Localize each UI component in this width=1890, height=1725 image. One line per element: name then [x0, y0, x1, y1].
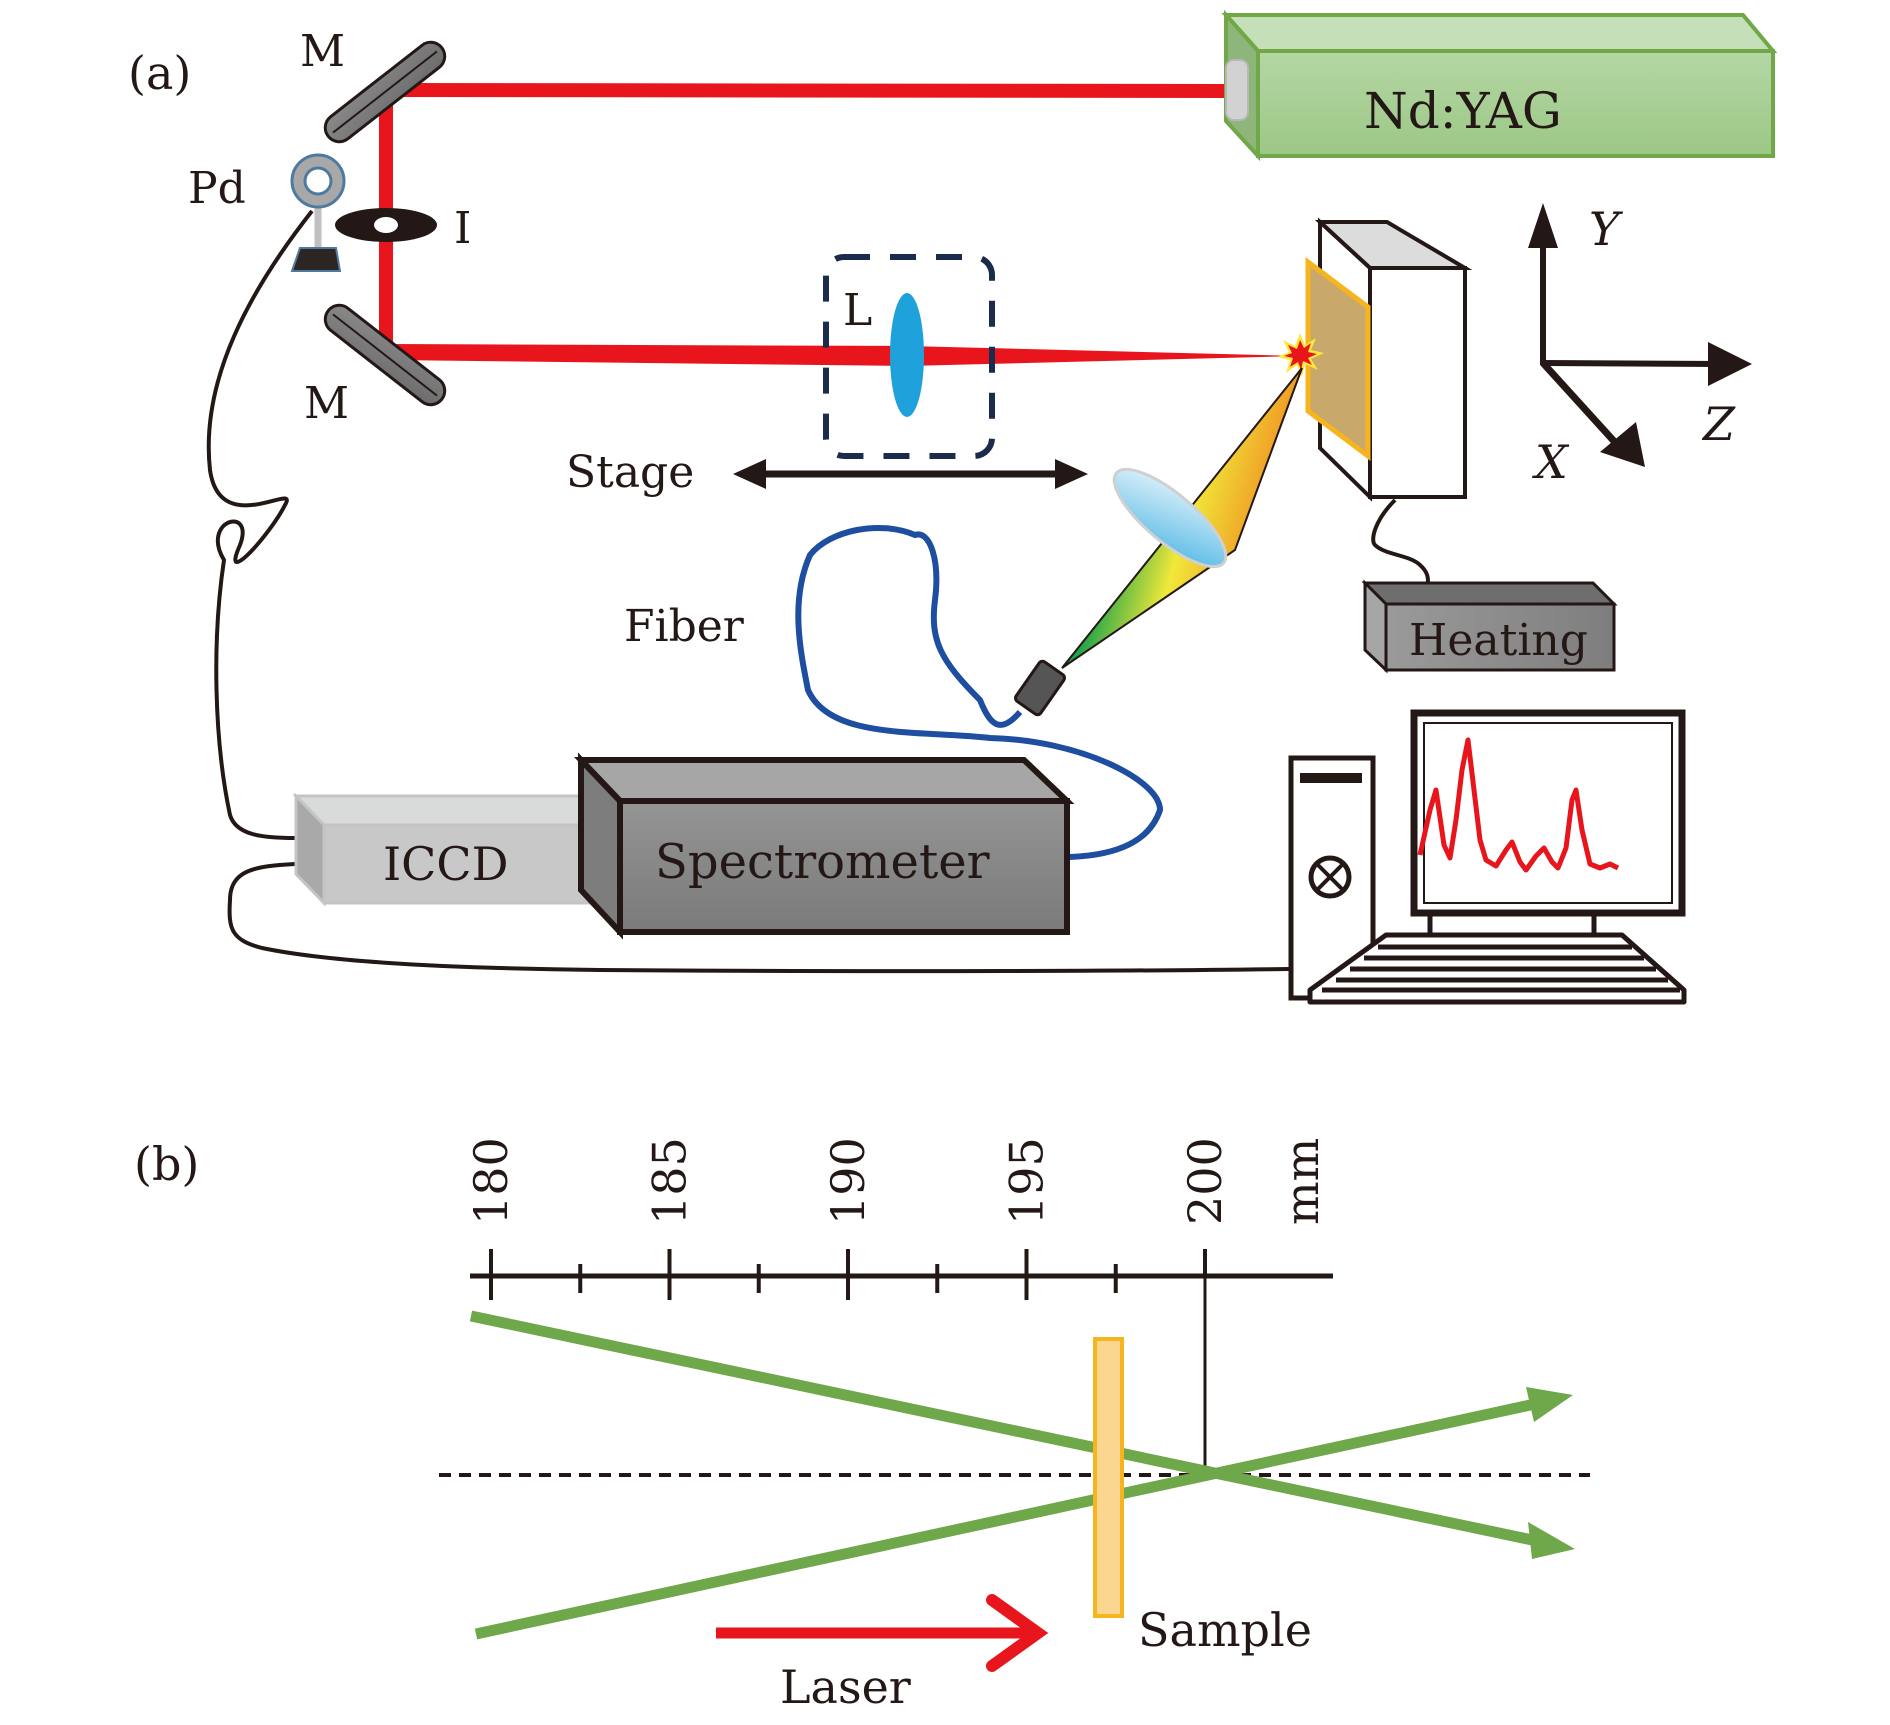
photodiode-label: Pd	[188, 163, 246, 214]
beam-segment-focused	[388, 344, 1300, 366]
stage-arrow	[733, 459, 1088, 489]
optical-fiber	[795, 524, 1164, 860]
mirror-top-label: M	[300, 26, 345, 77]
sample-label: Sample	[1138, 1603, 1312, 1657]
computer	[1288, 709, 1687, 1005]
beam-ray-upper-arrowhead	[1528, 1522, 1575, 1559]
focusing-lens	[890, 293, 924, 417]
axis-z-label: Z	[1701, 397, 1736, 451]
monitor-screen	[1423, 722, 1673, 904]
y-axis-arrowhead	[1528, 203, 1558, 248]
x-axis-arrowhead	[1600, 422, 1645, 467]
translation-stage-box	[823, 254, 995, 459]
laser-beam-path	[379, 83, 1300, 366]
laser-direction-arrow	[716, 1594, 1049, 1672]
heating-unit	[1361, 579, 1618, 674]
beam-ray-upper	[469, 1310, 1539, 1547]
panel-b-label: (b)	[134, 1137, 199, 1191]
mirror-bottom-label: M	[304, 378, 349, 429]
scale-tick-label: 180	[464, 1137, 518, 1225]
iris	[335, 208, 437, 242]
stage-label: Stage	[566, 447, 694, 498]
axis-x-label: X	[1532, 435, 1570, 489]
photodiode	[290, 153, 346, 272]
ndyag-laser	[1221, 9, 1778, 162]
lens-label: L	[843, 285, 872, 336]
beam-segment-top	[387, 83, 1229, 98]
beam-ray-lower-arrowhead	[1526, 1387, 1573, 1422]
scale-tick-label: 200	[1178, 1137, 1232, 1225]
iris-label: I	[454, 203, 471, 254]
panel-a-label: (a)	[128, 46, 191, 100]
scale-tick-label: 185	[643, 1137, 697, 1225]
scale-tick-label: 195	[1000, 1137, 1054, 1225]
mirror-top	[323, 40, 447, 144]
iccd-label: ICCD	[383, 837, 508, 891]
keyboard	[1307, 932, 1687, 1005]
focused-beam	[469, 1310, 1575, 1640]
laser-label-b: Laser	[780, 1660, 911, 1714]
scale-unit-label: mm	[1275, 1138, 1329, 1225]
emission-light-cone	[1061, 367, 1303, 669]
mirror-bottom	[323, 303, 447, 407]
iccd-camera	[292, 792, 616, 907]
z-axis-arrowhead	[1708, 342, 1752, 386]
scale-tick-label: 190	[821, 1137, 875, 1225]
laser-label: Nd:YAG	[1364, 82, 1562, 140]
sample-b	[1093, 1337, 1124, 1618]
photodiode-cable	[206, 209, 314, 840]
fiber-label: Fiber	[624, 601, 745, 652]
distance-scale: 180 185 190 195 200 mm	[464, 1137, 1333, 1470]
power-button-icon	[1308, 855, 1352, 899]
iccd-computer-cable	[227, 862, 1290, 974]
plasma-spark-icon	[1277, 333, 1324, 377]
coordinate-axes	[1528, 203, 1752, 467]
spectrum-trace	[1417, 737, 1620, 873]
drive-slot	[1300, 773, 1362, 783]
fiber-probe-head	[1014, 659, 1066, 717]
axis-y-label: Y	[1589, 202, 1624, 256]
spectrometer-label: Spectrometer	[655, 834, 990, 890]
heating-label: Heating	[1409, 615, 1588, 666]
laser-output-aperture	[1225, 59, 1249, 121]
beam-ray-lower	[474, 1398, 1537, 1640]
spectrometer	[574, 752, 1075, 940]
collection-lens	[1112, 467, 1228, 569]
heating-cable	[1371, 498, 1430, 583]
